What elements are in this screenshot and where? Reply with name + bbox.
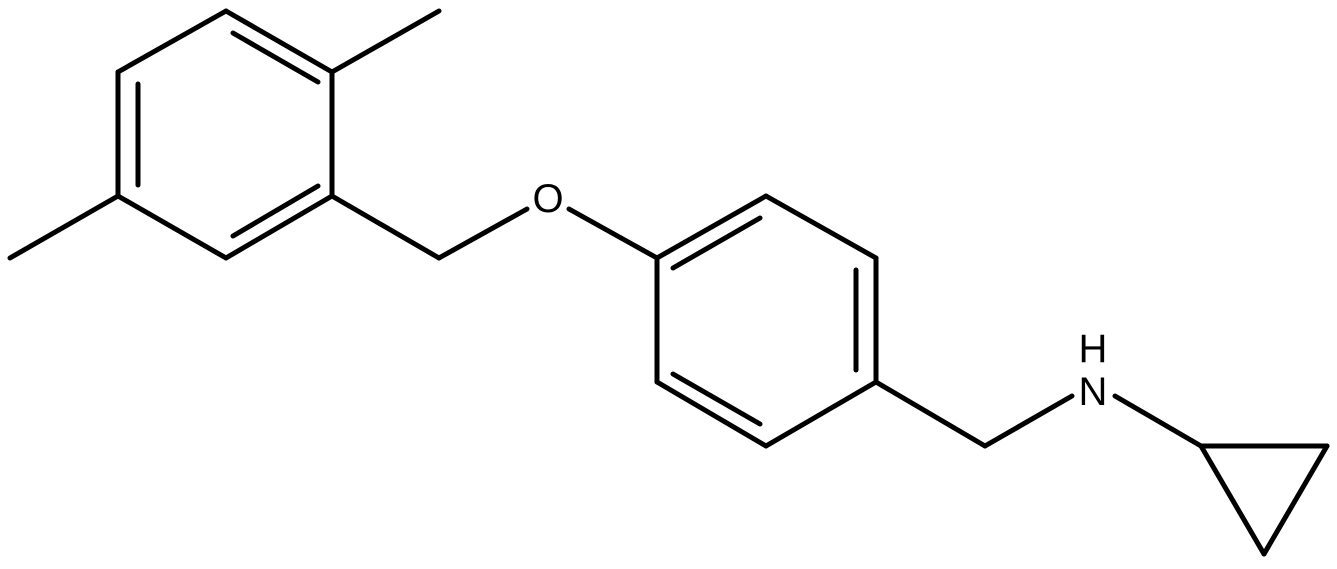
bond-nitrogen-to-cyclopropyl <box>1112 393 1204 449</box>
bond-ring-a5 <box>115 193 229 261</box>
bond-ring-b1 <box>654 193 769 261</box>
bond-ring-a2 <box>223 8 335 75</box>
bond-cp-3 <box>1198 443 1267 557</box>
bond-ring-a2-inner <box>230 30 321 85</box>
dimethylphenyl-ring <box>115 8 335 261</box>
bond-ring-b1-inner <box>670 215 763 271</box>
bond-ring-to-ch2 <box>329 193 442 261</box>
bond-ring-b5 <box>654 379 769 449</box>
bond-ring-b4 <box>763 379 879 449</box>
bond-ring-a1 <box>115 8 229 75</box>
bond-ring-b2 <box>763 193 879 261</box>
bond-oxygen-to-ring <box>566 206 660 261</box>
bond-ring-to-ch2-amine <box>873 379 988 449</box>
bond-ring-a4-inner <box>230 183 321 239</box>
phenylene-ring <box>654 193 879 449</box>
methyl-bond-top <box>329 8 442 75</box>
bond-ch2-to-oxygen <box>436 206 530 261</box>
oxygen-atom-label: O <box>532 177 563 221</box>
bond-cp-2 <box>1261 443 1330 557</box>
hydrogen-atom-label: H <box>1079 327 1108 371</box>
bond-ring-b5-inner <box>670 371 763 427</box>
cyclopropyl-ring <box>1198 443 1330 557</box>
nitrogen-atom-label: N <box>1079 370 1108 414</box>
methyl-bond-left <box>7 193 121 261</box>
bond-ring-a4 <box>223 193 335 261</box>
bond-ch2-to-nitrogen <box>982 393 1075 449</box>
